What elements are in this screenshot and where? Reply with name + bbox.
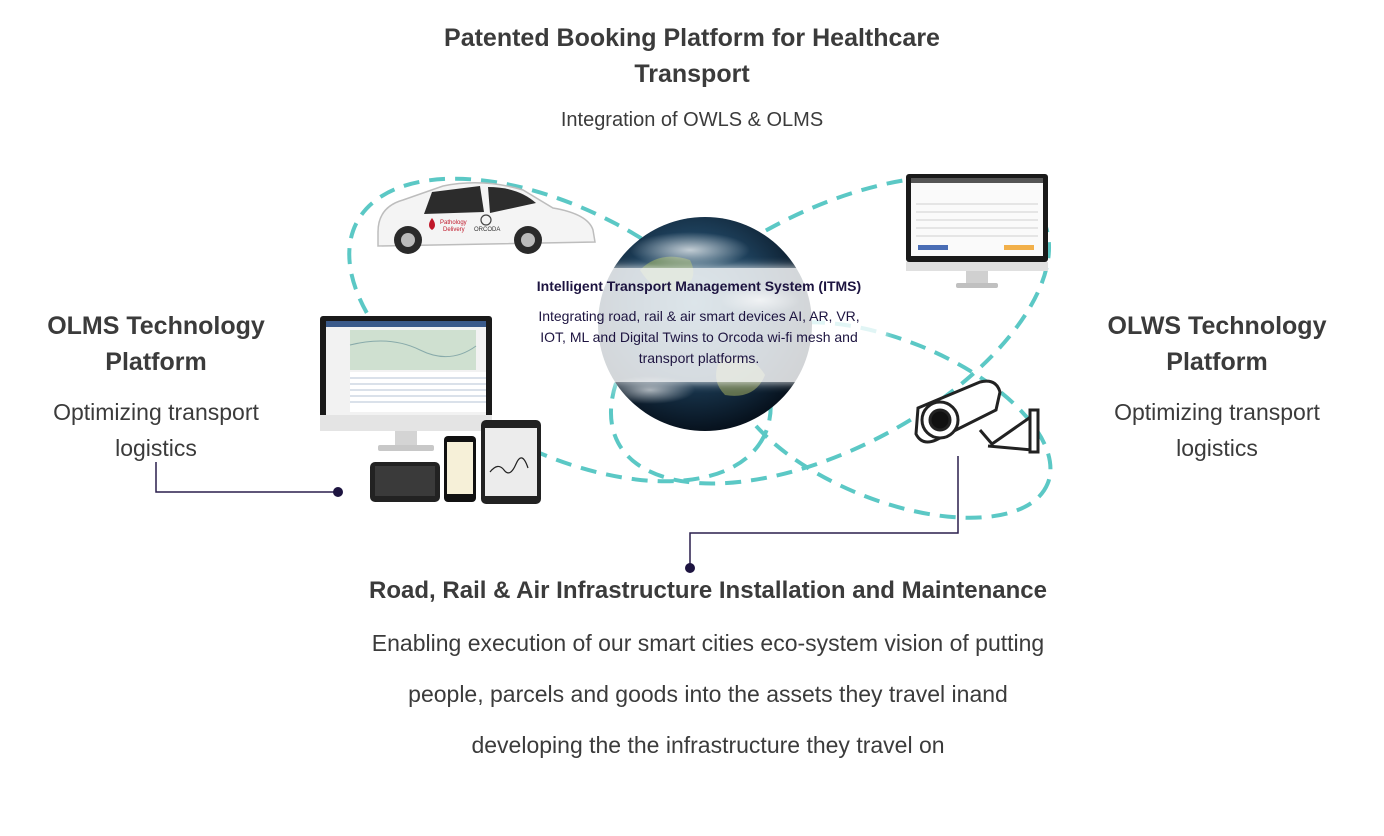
connector-lines: [155, 456, 959, 568]
connector-olms: [155, 462, 338, 493]
itms-card: Intelligent Transport Management System …: [514, 268, 884, 382]
itms-desc-line-1: Integrating road, rail & air smart devic…: [538, 308, 860, 324]
car-door-label-2: Delivery: [443, 227, 465, 233]
monitor-map-icon: [320, 316, 492, 451]
mobile-devices-icon: [370, 420, 541, 504]
olms-text-line-1: Optimizing transport: [53, 399, 259, 425]
monitor-dashboard-icon: [906, 174, 1048, 288]
orbit-left: [347, 176, 773, 484]
car-door-label-1: Pathology: [440, 220, 467, 226]
delivery-car-icon: [377, 182, 596, 254]
diagram-title: Patented Booking Platform for Healthcare…: [392, 20, 992, 92]
olms-heading-line-1: OLMS Technology: [47, 312, 265, 340]
connector-dot-infrastructure: [685, 563, 695, 573]
infrastructure-text-line-3: developing the the infrastructure they t…: [471, 732, 945, 758]
olws-heading-line-2: Platform: [1166, 348, 1268, 376]
itms-desc-line-3: transport platforms.: [638, 350, 760, 366]
olws-text-line-1: Optimizing transport: [1114, 399, 1320, 425]
diagram-subtitle: Integration of OWLS & OLMS: [560, 109, 824, 131]
infrastructure-heading: Road, Rail & Air Infrastructure Installa…: [369, 577, 1047, 604]
car-brand-label: ORCODA: [474, 227, 500, 233]
connector-dot-olms: [333, 487, 343, 497]
title-line-1: Patented Booking Platform for Healthcare: [444, 24, 940, 52]
connector-infrastructure: [689, 456, 959, 568]
itms-desc-line-2: IOT, ML and Digital Twins to Orcoda wi-f…: [540, 329, 858, 345]
cctv-camera-icon: [914, 379, 1040, 454]
olms-text-line-2: logistics: [115, 435, 197, 461]
itms-description: Integrating road, rail & air smart devic…: [522, 306, 876, 369]
olws-description: Optimizing transport logistics: [1080, 394, 1354, 466]
title-line-2: Transport: [634, 60, 750, 88]
olms-heading: OLMS Technology Platform: [26, 308, 286, 380]
olws-text-line-2: logistics: [1176, 435, 1258, 461]
olws-heading-line-1: OLWS Technology: [1107, 312, 1327, 340]
olms-description: Optimizing transport logistics: [20, 394, 292, 466]
olms-heading-line-2: Platform: [105, 348, 207, 376]
itms-title: Intelligent Transport Management System …: [536, 278, 862, 294]
olws-heading: OLWS Technology Platform: [1086, 308, 1348, 380]
infrastructure-text-line-1: Enabling execution of our smart cities e…: [371, 630, 1045, 656]
infrastructure-text-line-2: people, parcels and goods into the asset…: [408, 681, 1008, 707]
